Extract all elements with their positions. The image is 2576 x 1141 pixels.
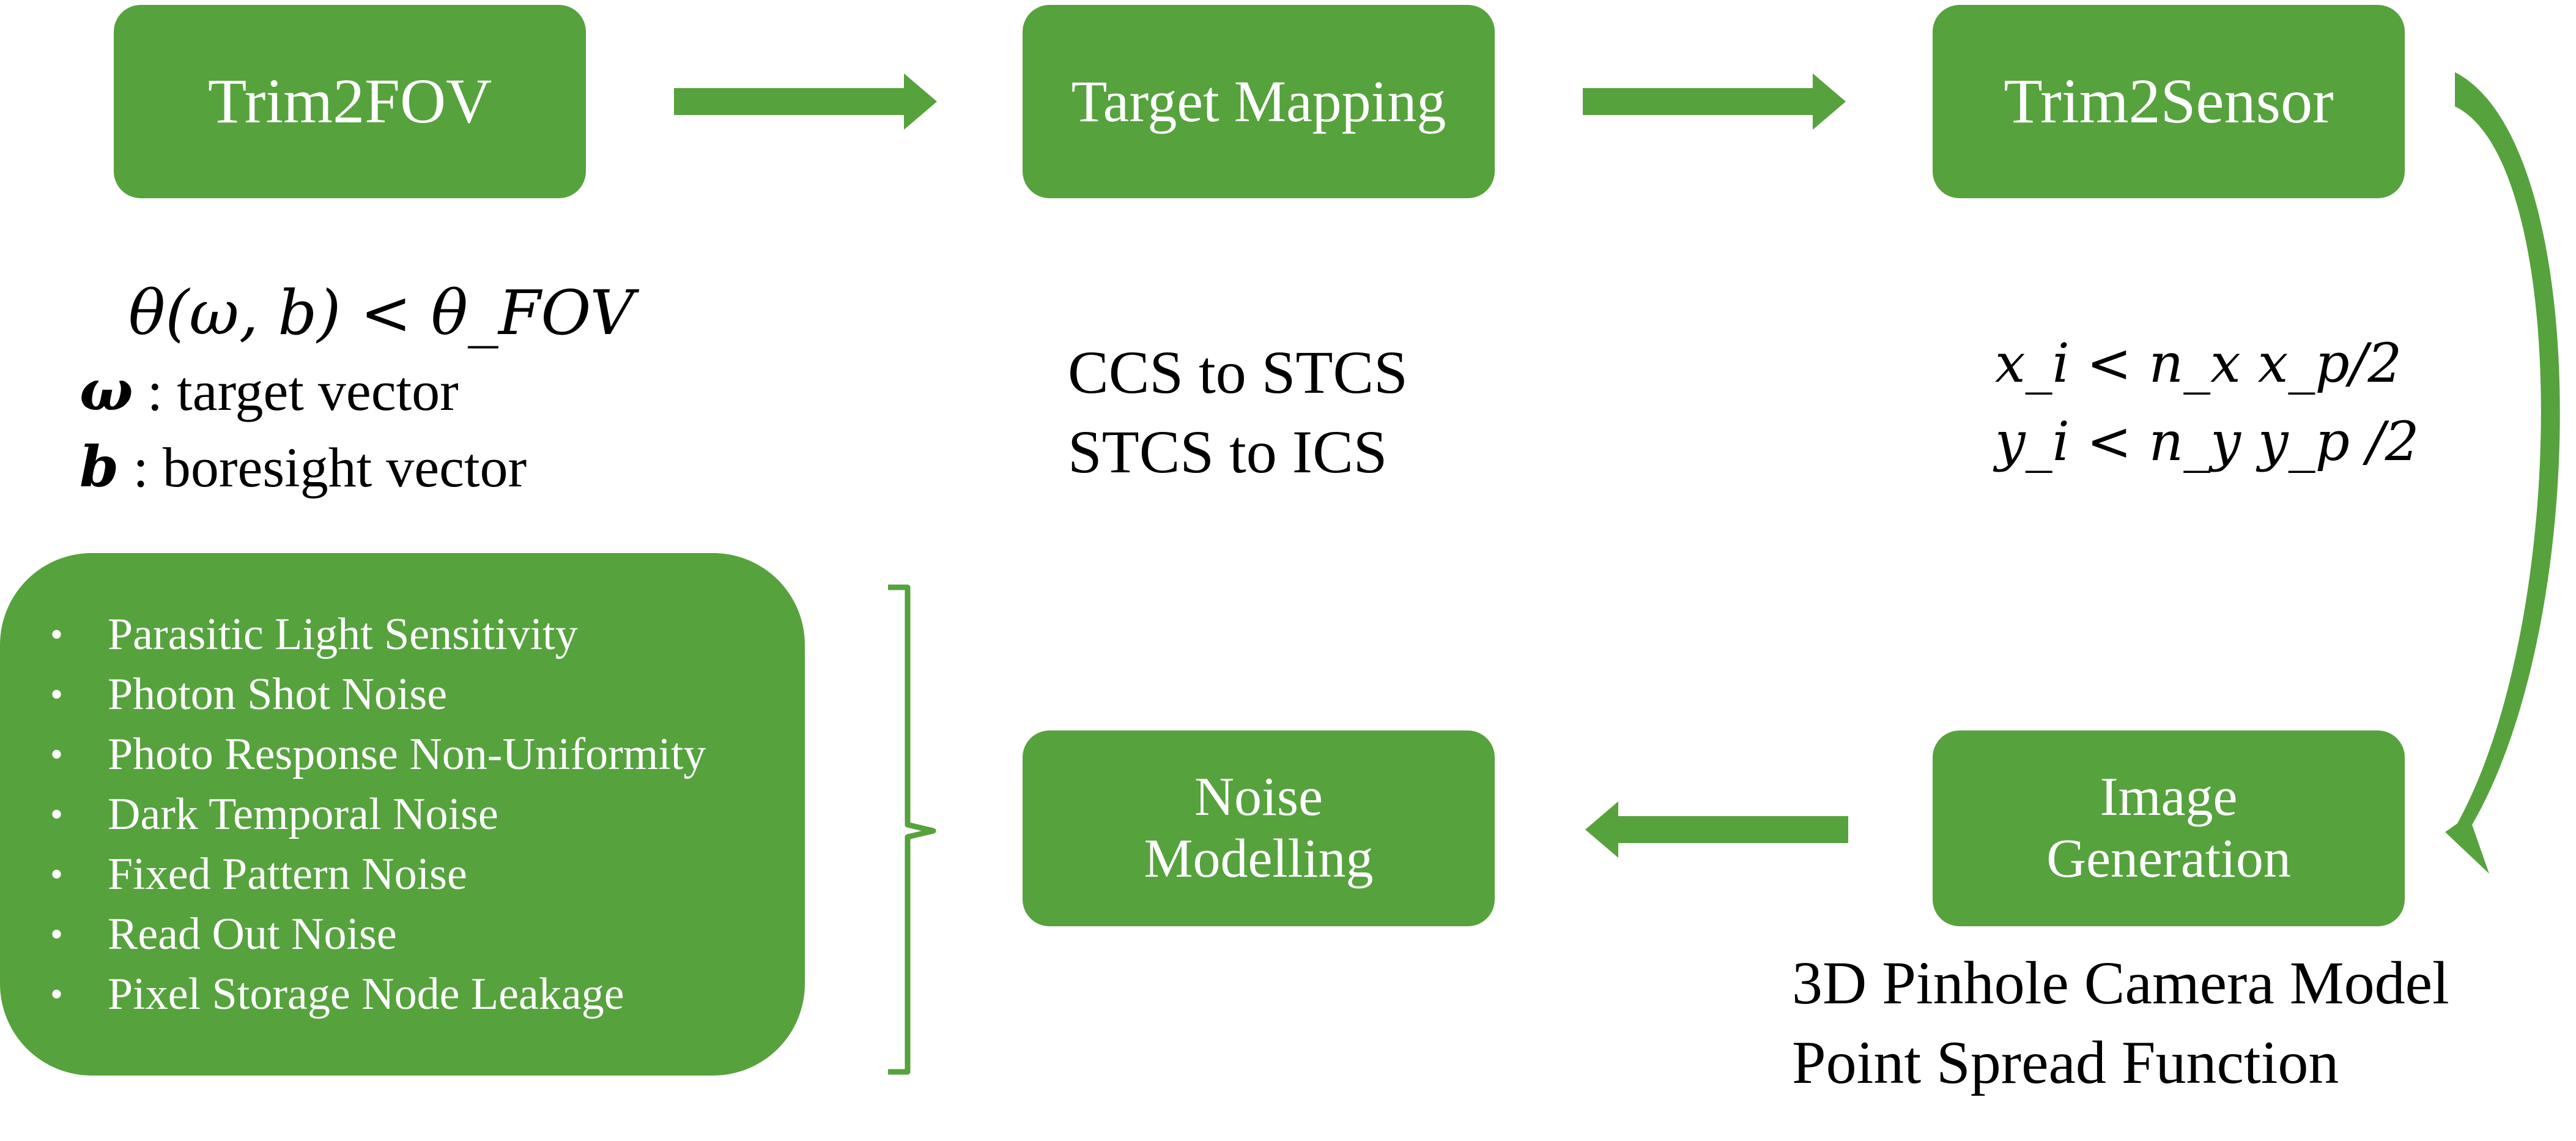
noise-modelling-box: Noise Modelling — [1023, 730, 1495, 926]
image-generation-label-line-2: Generation — [2046, 828, 2291, 889]
fov-condition-block: θ(ω, b) < θ_FOV ω : target vector b : bo… — [80, 283, 634, 515]
coordinate-transform-line: STCS to ICS — [1068, 418, 1388, 486]
fov-definition-boresight-vector: b : boresight vector — [80, 439, 634, 496]
image-generation-box: Image Generation — [1933, 730, 2405, 926]
fov-definition-symbol: ω — [80, 357, 133, 423]
arrow-target-mapping-to-trim2sensor — [1583, 73, 1846, 130]
list-item: • Read Out Noise — [0, 904, 805, 964]
fov-definition-text: : target vector — [133, 360, 459, 422]
camera-model-line: 3D Pinhole Camera Model — [1792, 949, 2449, 1017]
list-item: • Pixel Storage Node Leakage — [0, 964, 805, 1024]
camera-models-block: 3D Pinhole Camera Model Point Spread Fun… — [1792, 943, 2449, 1102]
arrow-image-generation-to-noise-modelling — [1585, 801, 1848, 858]
noise-source-label: Dark Temporal Noise — [108, 789, 498, 839]
trim2fov-label: Trim2FOV — [207, 65, 492, 136]
noise-source-label: Photo Response Non-Uniformity — [108, 729, 706, 779]
noise-modelling-label-line-1: Noise — [1194, 767, 1323, 828]
image-generation-label-line-1: Image — [2100, 767, 2238, 828]
sensor-limit-x: x_i < n_x x_p/2 — [1995, 332, 2402, 395]
bullet-icon: • — [50, 794, 64, 834]
noise-source-label: Pixel Storage Node Leakage — [108, 969, 624, 1019]
noise-sources-list: • Parasitic Light Sensitivity • Photon Sho… — [0, 553, 805, 1076]
list-item: • Dark Temporal Noise — [0, 784, 805, 844]
list-item: • Fixed Pattern Noise — [0, 844, 805, 904]
sensor-limit-y: y_i < n_y y_p /2 — [1995, 409, 2419, 473]
trim2fov-box: Trim2FOV — [114, 5, 586, 198]
list-item: • Photon Shot Noise — [0, 664, 805, 724]
list-item: • Photo Response Non-Uniformity — [0, 724, 805, 784]
list-item: • Parasitic Light Sensitivity — [0, 604, 805, 664]
coordinate-transform-line: CCS to STCS — [1068, 338, 1408, 406]
bullet-icon: • — [50, 734, 64, 775]
fov-definition-target-vector: ω : target vector — [80, 362, 634, 419]
noise-bracket — [888, 584, 936, 1075]
fov-definition-symbol: b — [80, 434, 119, 500]
target-mapping-box: Target Mapping — [1023, 5, 1495, 198]
bullet-icon: • — [50, 854, 64, 894]
arrow-trim2fov-to-target-mapping — [674, 73, 937, 130]
noise-source-label: Parasitic Light Sensitivity — [108, 609, 578, 660]
noise-source-label: Fixed Pattern Noise — [108, 849, 467, 899]
target-mapping-label: Target Mapping — [1071, 69, 1446, 135]
sensor-limits-block: x_i < n_x x_p/2 y_i < n_y y_p /2 — [1995, 324, 2419, 480]
bullet-icon: • — [50, 974, 64, 1014]
fov-condition-formula: θ(ω, b) < θ_FOV — [128, 277, 634, 349]
trim2sensor-box: Trim2Sensor — [1933, 5, 2405, 198]
noise-modelling-label-line-2: Modelling — [1144, 828, 1374, 889]
camera-model-line: Point Spread Function — [1792, 1028, 2339, 1096]
bullet-icon: • — [50, 914, 64, 954]
fov-definition-text: : boresight vector — [119, 436, 527, 499]
bullet-icon: • — [50, 614, 64, 655]
noise-source-label: Photon Shot Noise — [108, 669, 448, 719]
arrow-trim2sensor-to-image-generation — [2445, 72, 2560, 874]
trim2sensor-label: Trim2Sensor — [2004, 65, 2334, 136]
bullet-icon: • — [50, 674, 64, 715]
coordinate-transforms-block: CCS to STCS STCS to ICS — [1068, 333, 1408, 492]
noise-source-label: Read Out Noise — [108, 909, 397, 959]
